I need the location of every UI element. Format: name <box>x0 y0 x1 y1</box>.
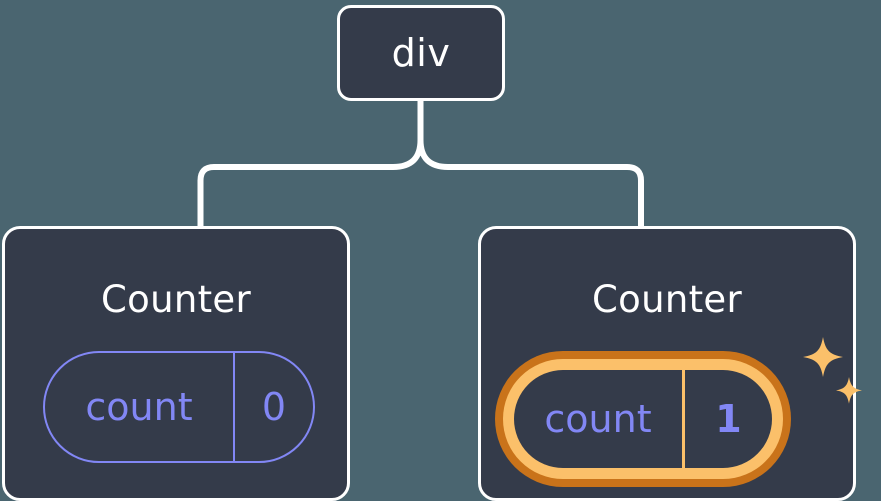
state-pill-right-highlight-ring[interactable]: count 1 <box>495 351 791 487</box>
connector-branch-left <box>197 137 424 229</box>
state-value-left: 0 <box>233 353 313 461</box>
node-root-div[interactable]: div <box>337 5 505 101</box>
state-pill-right-inner-ring: count 1 <box>503 359 783 479</box>
state-pill-right[interactable]: count 1 <box>514 370 772 468</box>
node-counter-right-title: Counter <box>592 278 742 321</box>
state-key-left: count <box>85 385 193 429</box>
state-pill-left-wrap: count 0 <box>43 351 315 463</box>
state-value-right: 1 <box>682 370 772 468</box>
state-pill-right-wrap: count 1 <box>495 337 862 487</box>
sparkle-large-icon <box>803 337 843 377</box>
node-root-label: div <box>391 31 451 75</box>
state-pill-left[interactable]: count 0 <box>43 351 315 463</box>
sparkle-group <box>803 337 862 404</box>
node-counter-left-title: Counter <box>101 278 251 321</box>
node-counter-left[interactable]: Counter count 0 <box>2 226 350 501</box>
state-key-right: count <box>544 397 652 441</box>
node-counter-right[interactable]: Counter count 1 <box>478 226 862 501</box>
connector-branch-right <box>417 137 644 229</box>
sparkle-small-icon <box>836 377 862 404</box>
